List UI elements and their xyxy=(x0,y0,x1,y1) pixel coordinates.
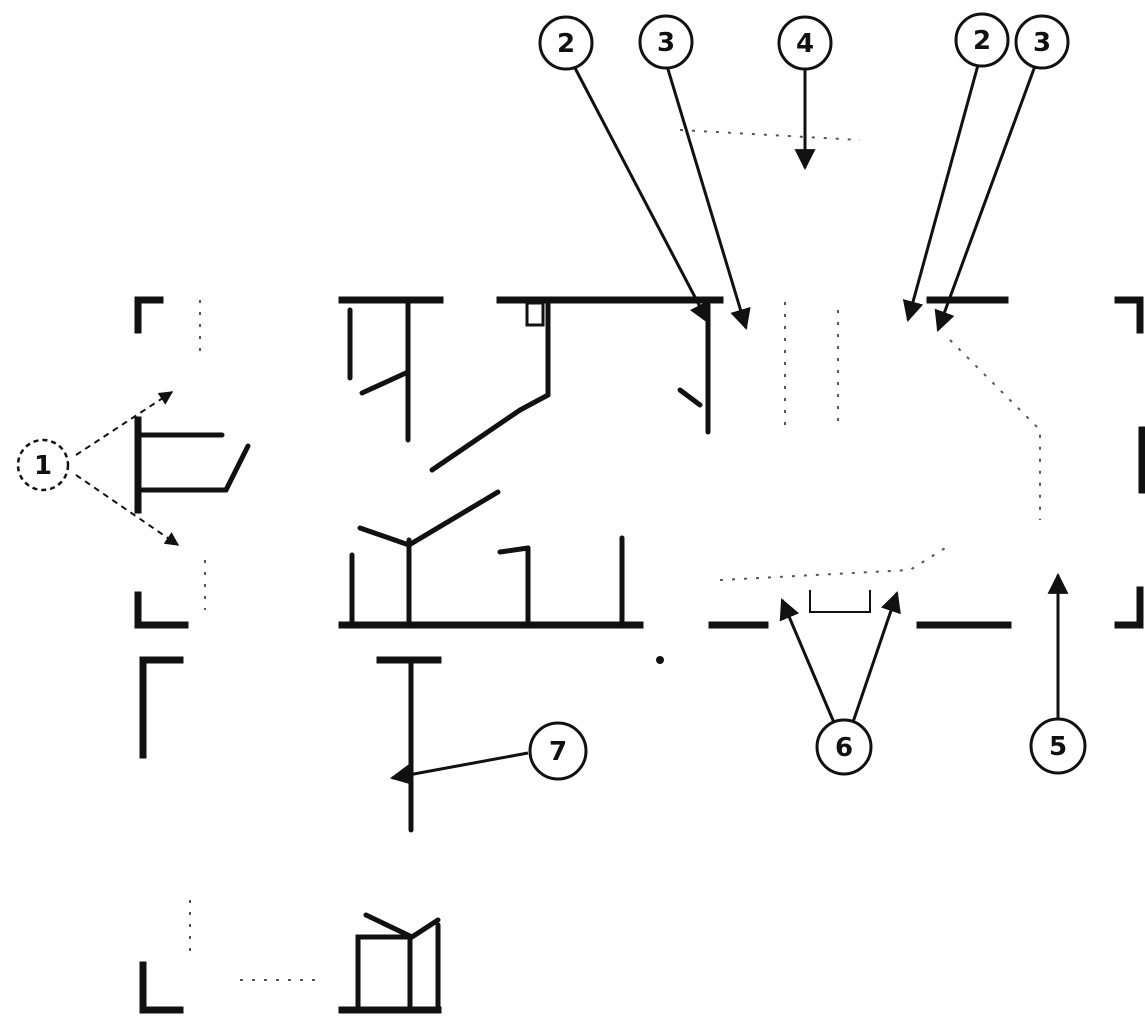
dot-mark xyxy=(656,656,664,664)
callout-2a-label: 2 xyxy=(557,29,575,59)
callout-5-circle xyxy=(1029,717,1087,775)
callout-2a-circle xyxy=(538,15,594,71)
right-wall-bracket xyxy=(1114,296,1144,334)
dotted-line-4 xyxy=(189,900,320,981)
diagonal-upper-3 xyxy=(677,387,703,408)
callout-4-circle xyxy=(777,15,833,71)
dotted-line-2 xyxy=(784,302,839,430)
callout-3b: 3 xyxy=(1014,14,1070,70)
leader-3a xyxy=(665,65,751,331)
callout-1: 1 xyxy=(16,438,70,492)
callout-3a-label: 3 xyxy=(657,28,675,58)
leader-6-right xyxy=(850,591,901,726)
left-wall-upper xyxy=(134,296,164,334)
callout-7-circle xyxy=(528,721,588,781)
right-wall-lower xyxy=(1114,586,1144,629)
callout-3a: 3 xyxy=(638,14,694,70)
callout-4: 4 xyxy=(777,15,833,71)
diagonal-lower-2 xyxy=(497,545,531,555)
dotted-line-5 xyxy=(679,129,861,141)
callout-3a-circle xyxy=(638,14,694,70)
lower-door-leaf xyxy=(363,912,441,940)
lower-door-box xyxy=(355,934,413,1011)
callout-2b: 2 xyxy=(954,12,1010,68)
left-door-leaf xyxy=(137,432,251,493)
callout-6-label: 6 xyxy=(835,733,853,763)
callout-1-label: 1 xyxy=(34,451,52,481)
lower-left-wall-bottom xyxy=(139,961,184,1014)
sill-detail xyxy=(809,590,871,613)
callout-4-label: 4 xyxy=(796,29,814,59)
left-wall-lower xyxy=(134,591,189,629)
callout-1-circle xyxy=(16,438,70,492)
callout-2a: 2 xyxy=(538,15,594,71)
leader-3b xyxy=(934,65,1037,332)
callout-5-label: 5 xyxy=(1049,732,1067,762)
small-fixture xyxy=(525,301,545,327)
leader-1-lower xyxy=(75,474,180,546)
leader-7 xyxy=(389,751,529,785)
leader-2a xyxy=(573,67,710,324)
leader-1-upper xyxy=(75,391,174,456)
dotted-line-3 xyxy=(719,544,951,581)
leader-2b xyxy=(902,64,980,323)
callout-2b-label: 2 xyxy=(973,26,991,56)
callout-6-circle xyxy=(815,718,873,776)
diagonal-upper-1 xyxy=(359,369,411,396)
callout-3b-circle xyxy=(1014,14,1070,70)
leader-6-left xyxy=(779,598,837,726)
callout-5: 5 xyxy=(1029,717,1087,775)
dotted-line-1 xyxy=(199,300,206,610)
diagonal-lower-1 xyxy=(357,489,501,548)
callout-7: 7 xyxy=(528,721,588,781)
callouts: 1 2 3 4 2 3 5 6 xyxy=(16,12,1087,781)
callout-3b-label: 3 xyxy=(1033,28,1051,58)
callout-6: 6 xyxy=(815,718,873,776)
callout-2b-circle xyxy=(954,12,1010,68)
diagonal-upper-2 xyxy=(429,392,551,473)
plan-walls xyxy=(134,129,1145,1014)
leader-lines xyxy=(75,64,1069,785)
callout-7-label: 7 xyxy=(549,737,567,767)
lower-left-wall-top xyxy=(139,656,184,759)
dotted-line-6 xyxy=(949,339,1041,520)
